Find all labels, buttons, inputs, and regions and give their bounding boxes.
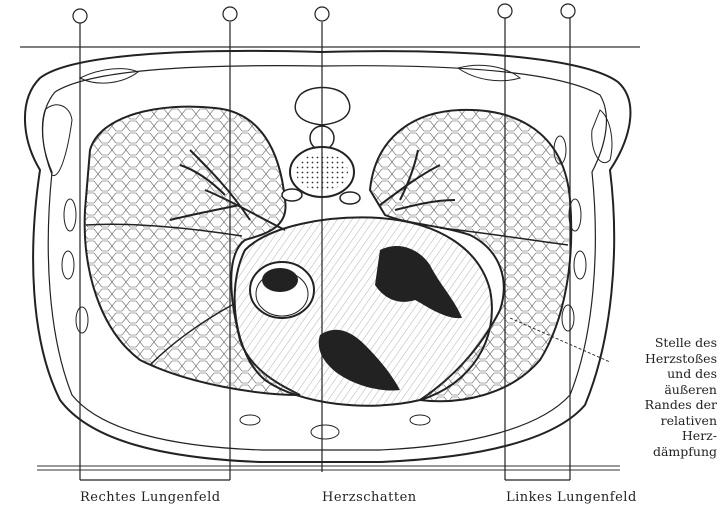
annotation-line: Randes der bbox=[607, 397, 717, 413]
annotation-line: und des bbox=[607, 366, 717, 382]
annotation-line: Herzstoßes bbox=[607, 351, 717, 367]
annotation-line: äußeren bbox=[607, 382, 717, 398]
annotation-line: relativen bbox=[607, 413, 717, 429]
heart-shadow-label: Herzschatten bbox=[322, 490, 417, 505]
annotation-line: dämpfung bbox=[607, 444, 717, 460]
left-lung-field-label: Linkes Lungenfeld bbox=[506, 490, 637, 505]
annotation-line: Stelle des bbox=[607, 335, 717, 351]
spine bbox=[282, 88, 360, 205]
heart bbox=[235, 217, 492, 405]
annotation-line: Herz- bbox=[607, 428, 717, 444]
right-lung-field-label: Rechtes Lungenfeld bbox=[80, 490, 221, 505]
